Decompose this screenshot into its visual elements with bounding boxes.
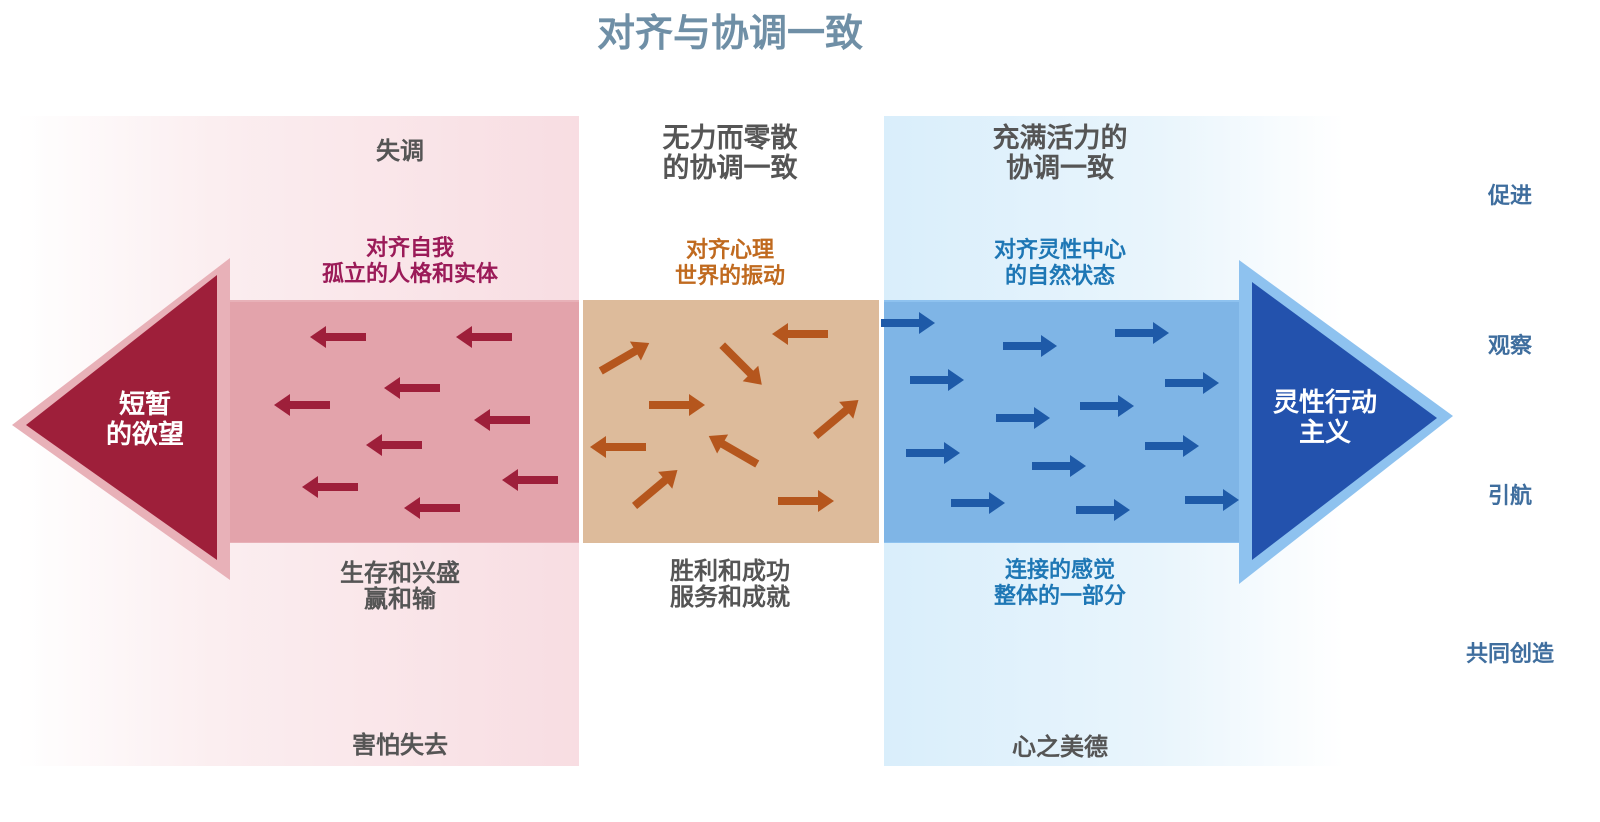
left-bottom-line1: 生存和兴盛 bbox=[340, 559, 460, 587]
right-small-arrow bbox=[906, 442, 960, 464]
right-footer: 心之美德 bbox=[1012, 733, 1108, 761]
left-small-arrow bbox=[302, 476, 358, 498]
right-small-arrow bbox=[1080, 395, 1134, 417]
right-small-arrow bbox=[1003, 335, 1057, 357]
right-small-arrow bbox=[1185, 489, 1239, 511]
middle-small-arrow bbox=[598, 341, 650, 375]
left-small-arrow bbox=[310, 326, 366, 348]
right-sub-line1: 对齐灵性中心 bbox=[993, 238, 1126, 263]
middle-sub-line2: 世界的振动 bbox=[674, 264, 785, 289]
middle-heading-line2: 的协调一致 bbox=[662, 153, 798, 184]
middle-small-arrow bbox=[778, 490, 834, 512]
left-small-arrow bbox=[404, 497, 460, 519]
right-small-arrow bbox=[1076, 499, 1130, 521]
right-small-arrow bbox=[881, 312, 935, 334]
side-label-co-create: 共同创造 bbox=[1465, 642, 1554, 667]
left-heading: 失调 bbox=[376, 137, 424, 165]
left-footer: 害怕失去 bbox=[352, 731, 448, 759]
right-heading-line1: 充满活力的 bbox=[992, 123, 1128, 154]
right-small-arrow bbox=[1145, 435, 1199, 457]
page-title: 对齐与协调一致 bbox=[596, 11, 863, 55]
side-label-observe: 观察 bbox=[1487, 334, 1532, 359]
right-bottom-line1: 连接的感觉 bbox=[1004, 558, 1115, 583]
middle-small-arrow bbox=[719, 342, 762, 385]
left-bottom-line2: 赢和输 bbox=[364, 585, 436, 613]
left-small-arrow bbox=[274, 394, 330, 416]
middle-bottom-line1: 胜利和成功 bbox=[670, 557, 790, 585]
right-heading-line2: 协调一致 bbox=[1006, 153, 1114, 184]
left-sub-line2: 孤立的人格和实体 bbox=[321, 262, 498, 287]
left-small-arrow bbox=[474, 409, 530, 431]
middle-sub-line1: 对齐心理 bbox=[685, 238, 774, 263]
left-small-arrow bbox=[502, 469, 558, 491]
middle-heading-line1: 无力而零散 bbox=[662, 123, 798, 154]
right-small-arrow bbox=[1032, 455, 1086, 477]
middle-small-arrow bbox=[590, 436, 646, 458]
left-arrow-head bbox=[26, 275, 217, 560]
middle-small-arrow bbox=[631, 470, 678, 510]
middle-bottom-line2: 服务和成就 bbox=[670, 583, 790, 611]
right-arrow-text-line1: 灵性行动 bbox=[1272, 388, 1377, 418]
left-small-arrow bbox=[456, 326, 512, 348]
right-small-arrow bbox=[1165, 372, 1219, 394]
right-sub-line2: 的自然状态 bbox=[1004, 264, 1115, 289]
right-bottom-line2: 整体的一部分 bbox=[993, 584, 1126, 609]
left-small-arrow bbox=[366, 434, 422, 456]
right-small-arrow bbox=[951, 492, 1005, 514]
left-sub-line1: 对齐自我 bbox=[365, 236, 454, 261]
middle-small-arrow bbox=[772, 323, 828, 345]
middle-small-arrow bbox=[708, 434, 760, 468]
right-arrow-text-line2: 主义 bbox=[1298, 418, 1351, 448]
middle-small-arrow bbox=[812, 400, 859, 440]
left-arrow-text-line2: 的欲望 bbox=[105, 420, 184, 450]
right-small-arrow bbox=[996, 407, 1050, 429]
right-band bbox=[884, 302, 1239, 542]
side-label-facilitate: 促进 bbox=[1487, 184, 1532, 209]
middle-small-arrow bbox=[649, 394, 705, 416]
right-arrow-head bbox=[1252, 282, 1437, 560]
right-small-arrow bbox=[1115, 322, 1169, 344]
side-label-navigate: 引航 bbox=[1487, 484, 1532, 509]
right-small-arrow bbox=[910, 369, 964, 391]
left-arrow-text-line1: 短暂 bbox=[118, 390, 171, 420]
left-small-arrow bbox=[384, 377, 440, 399]
